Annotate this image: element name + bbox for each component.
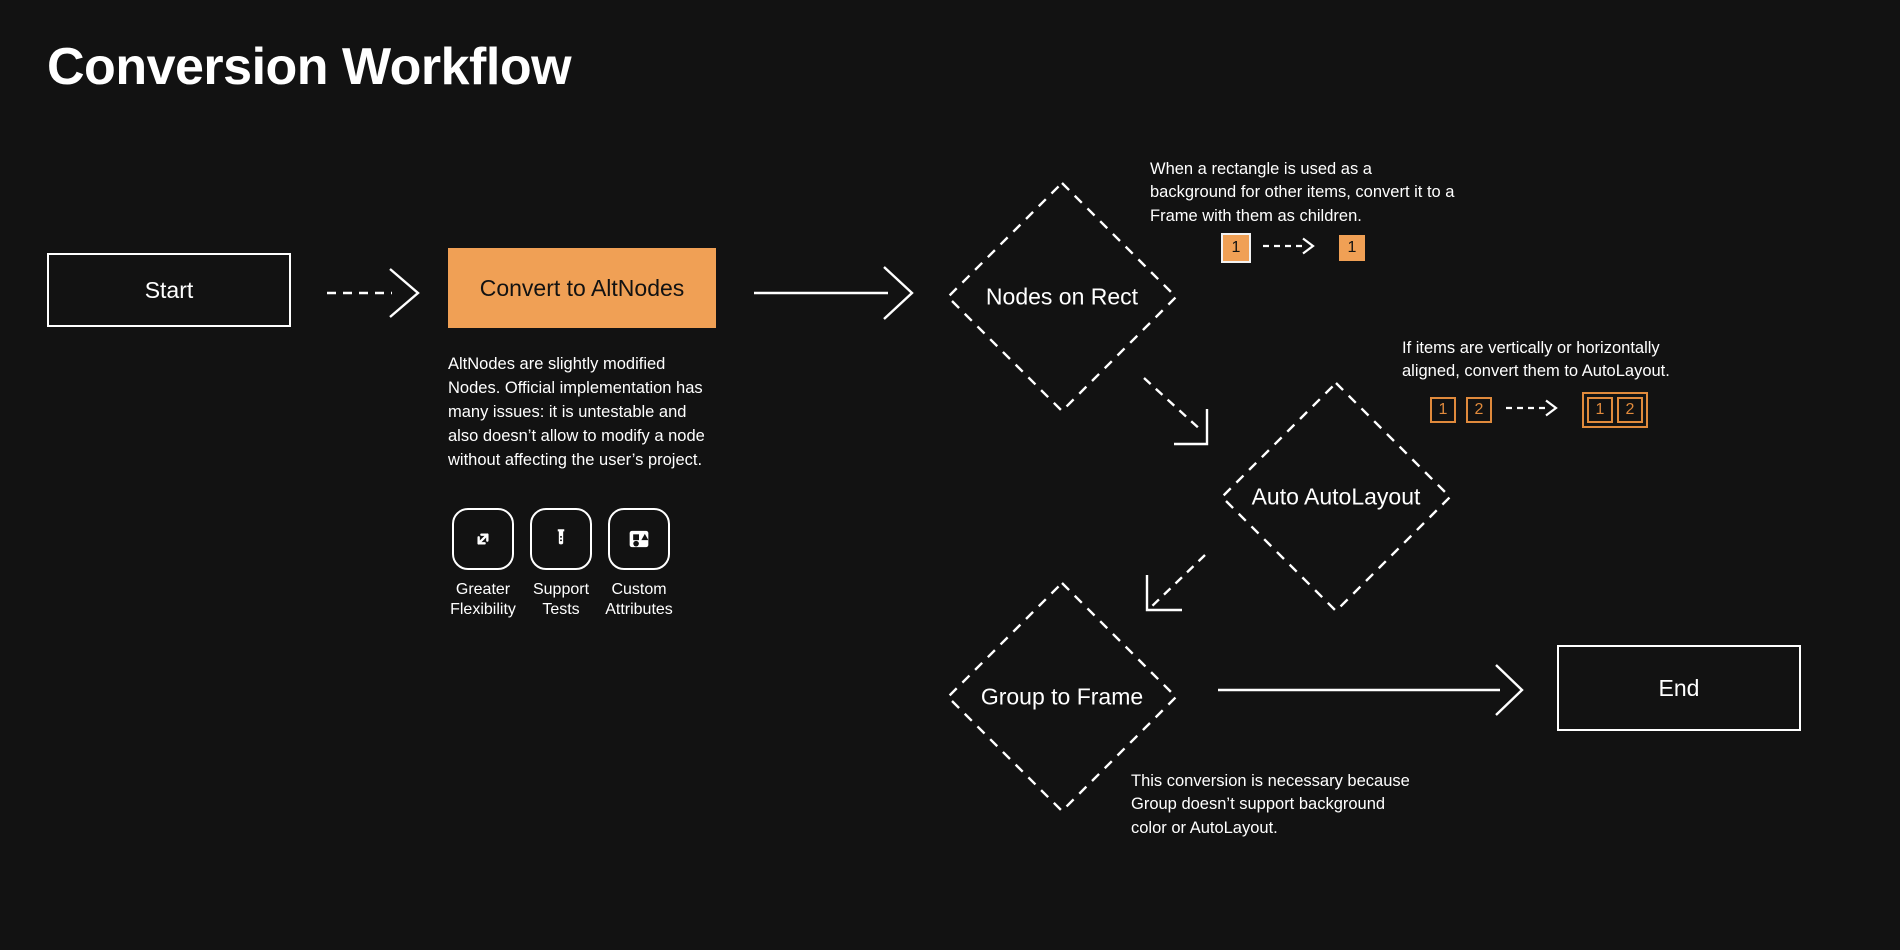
node-convert-to-altnodes[interactable]: Convert to AltNodes bbox=[448, 248, 716, 328]
node-auto-autolayout-label: Auto AutoLayout bbox=[1251, 483, 1421, 510]
test-tube-icon bbox=[530, 508, 592, 570]
feature-icon-row: Greater Flexibility Support Tests bbox=[450, 508, 673, 621]
feature-caption: Support Tests bbox=[518, 580, 604, 621]
badge-transform-arrow-icon bbox=[1263, 237, 1325, 260]
badge-example-auto-autolayout: 1 2 1 2 bbox=[1430, 392, 1648, 428]
badge-example-nodes-on-rect: 1 1 bbox=[1221, 233, 1365, 263]
feature-support-tests[interactable]: Support Tests bbox=[530, 508, 592, 621]
page-title: Conversion Workflow bbox=[47, 38, 572, 96]
badge-after-1: 1 bbox=[1339, 235, 1365, 261]
badge-after-2: 2 bbox=[1617, 397, 1643, 423]
badge-before-2: 2 bbox=[1466, 397, 1492, 423]
connector-convert-to-nodesonrect bbox=[754, 266, 914, 320]
feature-caption-line2: Tests bbox=[542, 601, 580, 619]
connector-grouptoframe-to-end bbox=[1218, 664, 1524, 716]
badge-transform-arrow-icon bbox=[1506, 399, 1568, 422]
expand-arrows-icon bbox=[452, 508, 514, 570]
badge-after-1: 1 bbox=[1587, 397, 1613, 423]
feature-caption-line1: Support bbox=[532, 581, 590, 598]
feature-caption-line1: Greater bbox=[455, 581, 511, 598]
node-convert-label: Convert to AltNodes bbox=[479, 274, 685, 301]
feature-caption: Greater Flexibility bbox=[437, 580, 529, 621]
connector-start-to-convert bbox=[327, 268, 420, 318]
feature-caption-line2: Flexibility bbox=[450, 601, 516, 619]
feature-caption-line2: Attributes bbox=[605, 601, 673, 619]
node-nodes-on-rect[interactable]: Nodes on Rect bbox=[944, 179, 1180, 415]
node-start[interactable]: Start bbox=[47, 253, 291, 327]
node-end[interactable]: End bbox=[1557, 645, 1801, 731]
node-auto-autolayout[interactable]: Auto AutoLayout bbox=[1218, 379, 1454, 615]
note-altnodes: AltNodes are slightly modified Nodes. Of… bbox=[448, 355, 705, 470]
feature-custom-attributes[interactable]: Custom Attributes bbox=[605, 508, 673, 621]
badge-before-1: 1 bbox=[1430, 397, 1456, 423]
note-auto-autolayout: If items are vertically or horizontally … bbox=[1402, 339, 1670, 381]
feature-caption: Custom Attributes bbox=[596, 580, 682, 621]
node-nodes-on-rect-label: Nodes on Rect bbox=[985, 283, 1139, 310]
feature-caption-line1: Custom bbox=[611, 581, 667, 598]
shapes-icon bbox=[608, 508, 670, 570]
badge-before-1: 1 bbox=[1221, 233, 1251, 263]
node-group-to-frame[interactable]: Group to Frame bbox=[944, 579, 1180, 815]
note-nodes-on-rect: When a rectangle is used as a background… bbox=[1150, 160, 1455, 225]
node-group-to-frame-label: Group to Frame bbox=[980, 683, 1144, 710]
node-start-label: Start bbox=[144, 276, 194, 303]
badge-after-group-frame: 1 2 bbox=[1582, 392, 1648, 428]
feature-greater-flexibility[interactable]: Greater Flexibility bbox=[450, 508, 516, 621]
node-end-label: End bbox=[1658, 674, 1700, 701]
note-group-to-frame: This conversion is necessary because Gro… bbox=[1131, 772, 1410, 837]
